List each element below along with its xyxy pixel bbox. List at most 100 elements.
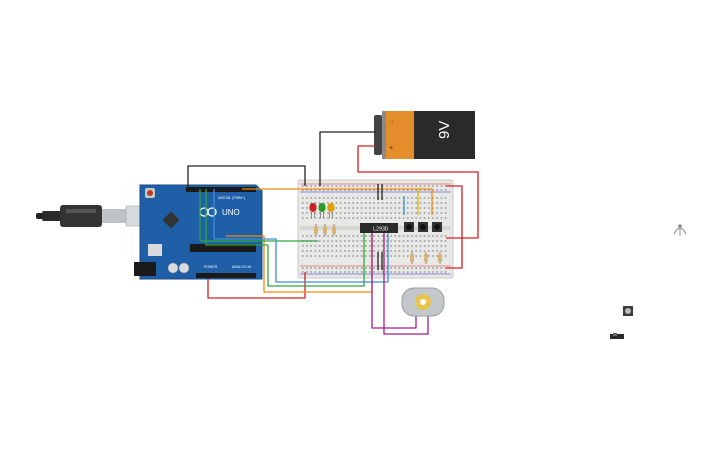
breadboard-hole[interactable] xyxy=(373,267,375,269)
breadboard-hole[interactable] xyxy=(377,235,380,237)
breadboard-hole[interactable] xyxy=(419,217,422,219)
breadboard-hole[interactable] xyxy=(402,240,405,242)
breadboard-hole[interactable] xyxy=(423,240,426,242)
breadboard-hole[interactable] xyxy=(302,189,304,191)
battery-9v[interactable]: 9V - + xyxy=(374,111,475,159)
breadboard-hole[interactable] xyxy=(428,217,430,219)
breadboard-hole[interactable] xyxy=(415,197,417,199)
resistors[interactable] xyxy=(314,224,442,264)
pushbutton-icon[interactable] xyxy=(418,222,428,232)
breadboard-hole[interactable] xyxy=(394,235,396,237)
breadboard-hole[interactable] xyxy=(428,245,430,247)
breadboard-hole[interactable] xyxy=(310,267,312,269)
breadboard-hole[interactable] xyxy=(327,202,329,204)
breadboard-hole[interactable] xyxy=(390,267,392,269)
breadboard-hole[interactable] xyxy=(407,212,409,214)
breadboard-hole[interactable] xyxy=(306,235,308,237)
led[interactable] xyxy=(309,203,317,218)
breadboard-hole[interactable] xyxy=(360,185,363,187)
wire-orange-pin-1[interactable] xyxy=(242,188,433,215)
breadboard-hole[interactable] xyxy=(411,245,413,247)
breadboard-hole[interactable] xyxy=(331,250,333,252)
breadboard-hole[interactable] xyxy=(423,189,426,191)
breadboard-hole[interactable] xyxy=(432,255,434,257)
breadboard-hole[interactable] xyxy=(310,235,312,237)
breadboard-hole[interactable] xyxy=(415,245,417,247)
breadboard-hole[interactable] xyxy=(407,245,409,247)
breadboard-hole[interactable] xyxy=(310,250,312,252)
breadboard-hole[interactable] xyxy=(386,271,388,273)
breadboard-hole[interactable] xyxy=(436,271,438,273)
breadboard-hole[interactable] xyxy=(369,189,371,191)
breadboard-hole[interactable] xyxy=(419,202,422,204)
breadboard-hole[interactable] xyxy=(335,255,338,257)
breadboard-hole[interactable] xyxy=(402,185,405,187)
breadboard-hole[interactable] xyxy=(360,255,363,257)
breadboard-hole[interactable] xyxy=(344,240,346,242)
breadboard-hole[interactable] xyxy=(444,197,447,199)
breadboard-hole[interactable] xyxy=(323,235,325,237)
breadboard-hole[interactable] xyxy=(432,267,434,269)
breadboard-hole[interactable] xyxy=(407,202,409,204)
breadboard-hole[interactable] xyxy=(369,245,371,247)
breadboard-hole[interactable] xyxy=(356,271,359,273)
breadboard-hole[interactable] xyxy=(360,235,363,237)
breadboard-hole[interactable] xyxy=(352,212,354,214)
breadboard-hole[interactable] xyxy=(419,185,422,187)
breadboard-hole[interactable] xyxy=(352,235,354,237)
breadboard-hole[interactable] xyxy=(423,271,426,273)
led[interactable] xyxy=(318,203,326,218)
resistor[interactable] xyxy=(438,252,442,264)
breadboard-hole[interactable] xyxy=(390,212,392,214)
breadboard-hole[interactable] xyxy=(415,235,417,237)
breadboard-hole[interactable] xyxy=(436,189,438,191)
breadboard-hole[interactable] xyxy=(428,240,430,242)
breadboard-hole[interactable] xyxy=(348,189,350,191)
breadboard-hole[interactable] xyxy=(323,240,325,242)
breadboard-hole[interactable] xyxy=(339,202,342,204)
breadboard-hole[interactable] xyxy=(432,217,434,219)
breadboard-hole[interactable] xyxy=(365,217,367,219)
reset-button[interactable] xyxy=(147,190,153,196)
breadboard-hole[interactable] xyxy=(302,235,304,237)
breadboard-hole[interactable] xyxy=(440,217,443,219)
breadboard-hole[interactable] xyxy=(381,212,384,214)
breadboard-hole[interactable] xyxy=(327,189,329,191)
led-group[interactable] xyxy=(309,203,335,218)
breadboard-hole[interactable] xyxy=(327,240,329,242)
pushbutton-icon[interactable] xyxy=(404,222,414,232)
breadboard-hole[interactable] xyxy=(411,250,413,252)
breadboard-hole[interactable] xyxy=(390,202,392,204)
breadboard-hole[interactable] xyxy=(436,267,438,269)
breadboard-hole[interactable] xyxy=(440,240,443,242)
breadboard-hole[interactable] xyxy=(444,207,447,209)
breadboard-hole[interactable] xyxy=(331,245,333,247)
breadboard-hole[interactable] xyxy=(432,271,434,273)
breadboard-hole[interactable] xyxy=(331,255,333,257)
breadboard-hole[interactable] xyxy=(352,185,354,187)
breadboard-hole[interactable] xyxy=(428,250,430,252)
breadboard-hole[interactable] xyxy=(369,212,371,214)
breadboard-hole[interactable] xyxy=(428,197,430,199)
breadboard-hole[interactable] xyxy=(373,202,375,204)
breadboard-hole[interactable] xyxy=(390,197,392,199)
breadboard-hole[interactable] xyxy=(398,189,401,191)
breadboard-hole[interactable] xyxy=(352,250,354,252)
breadboard-hole[interactable] xyxy=(432,245,434,247)
breadboard-hole[interactable] xyxy=(318,235,321,237)
breadboard-hole[interactable] xyxy=(327,217,329,219)
breadboard-hole[interactable] xyxy=(314,250,317,252)
breadboard-hole[interactable] xyxy=(314,212,317,214)
breadboard-hole[interactable] xyxy=(398,207,401,209)
breadboard-hole[interactable] xyxy=(331,267,333,269)
breadboard-hole[interactable] xyxy=(444,189,447,191)
breadboard-hole[interactable] xyxy=(352,267,354,269)
breadboard-hole[interactable] xyxy=(339,255,342,257)
breadboard-hole[interactable] xyxy=(360,267,363,269)
breadboard-hole[interactable] xyxy=(436,207,438,209)
breadboard-hole[interactable] xyxy=(386,212,388,214)
breadboard-hole[interactable] xyxy=(360,207,363,209)
breadboard-hole[interactable] xyxy=(415,212,417,214)
breadboard-hole[interactable] xyxy=(432,207,434,209)
breadboard-hole[interactable] xyxy=(369,217,371,219)
